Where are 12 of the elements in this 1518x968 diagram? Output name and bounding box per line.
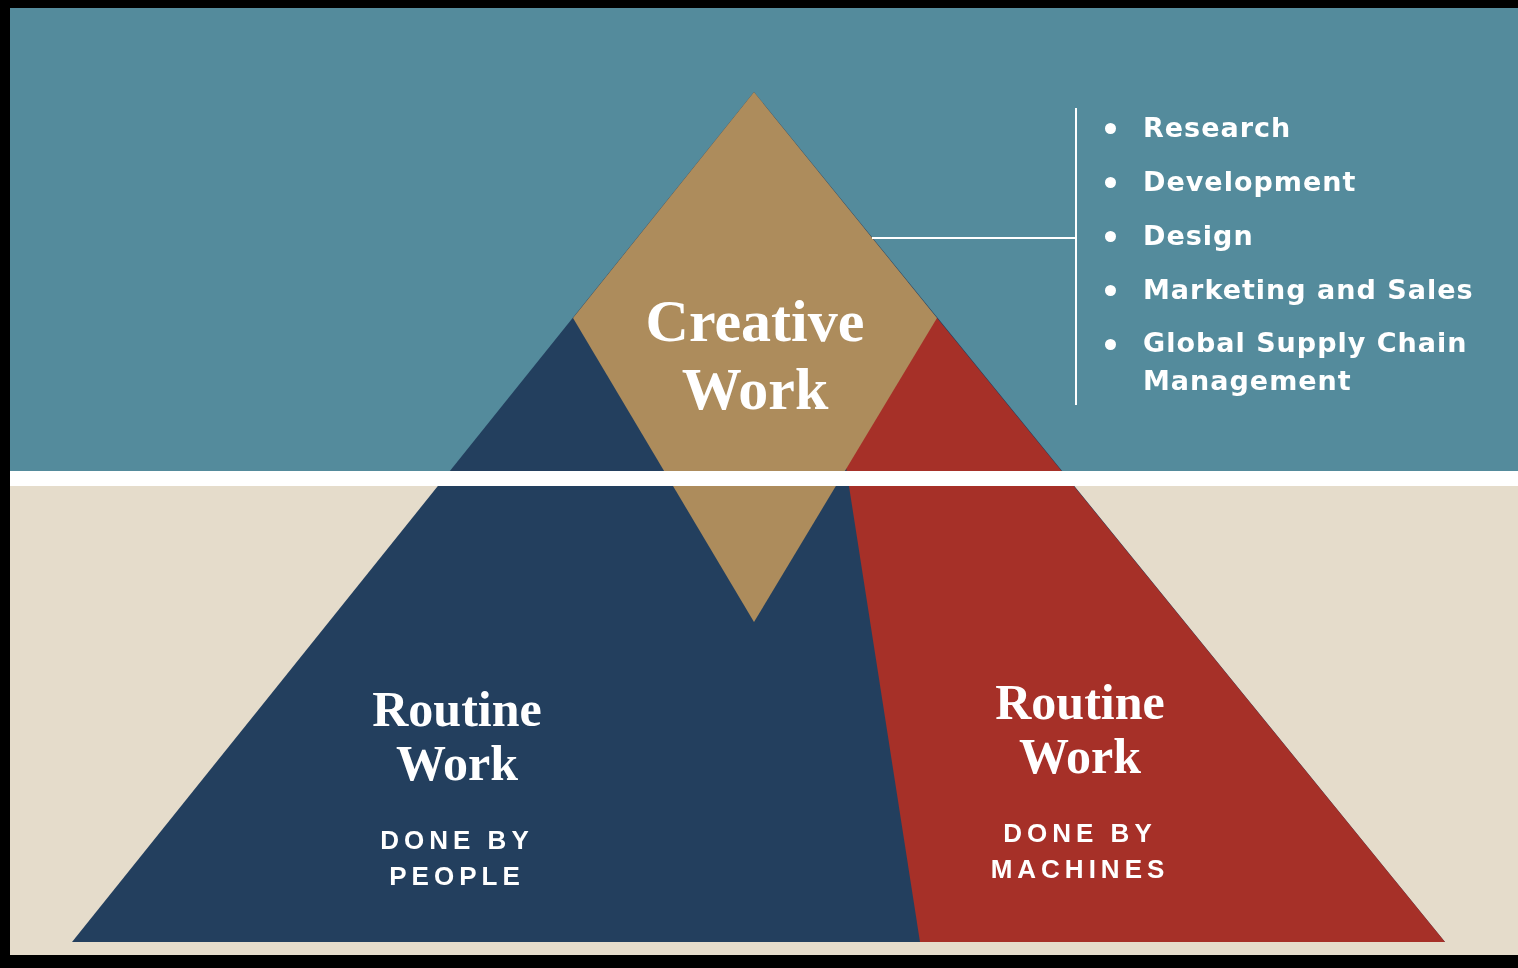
heading: Creative Work bbox=[644, 287, 866, 423]
heading: Routine Work bbox=[994, 675, 1166, 783]
list-item: Marketing and Sales bbox=[1103, 270, 1475, 310]
list-item: Research bbox=[1103, 108, 1475, 148]
bracket-list bbox=[1075, 108, 1475, 405]
leader-line bbox=[871, 237, 1076, 239]
heading: Routine Work bbox=[371, 682, 543, 790]
list-item: Development bbox=[1103, 162, 1475, 202]
node-label: DONE BY MACHINES bbox=[989, 817, 1171, 886]
list-item: Design bbox=[1103, 216, 1475, 256]
node-label: DONE BY PEOPLE bbox=[379, 824, 535, 893]
list-item: Global Supply Chain Management bbox=[1103, 324, 1475, 400]
